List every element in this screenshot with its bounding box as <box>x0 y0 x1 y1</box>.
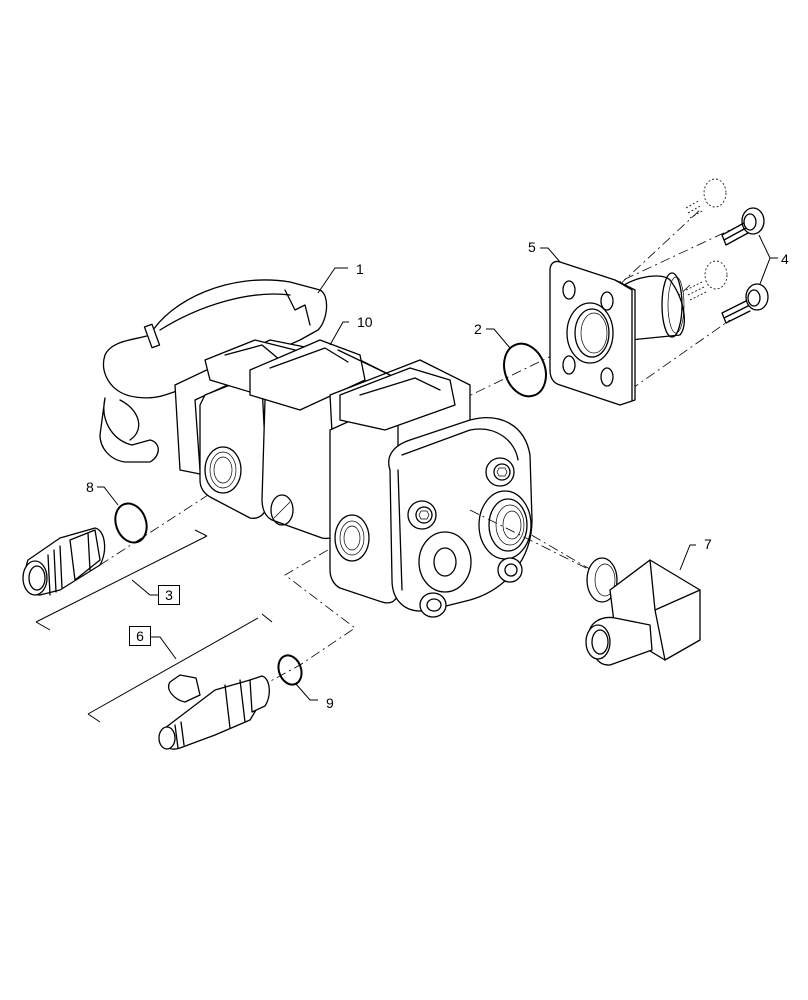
straight-fitting <box>22 527 106 596</box>
o-ring-9 <box>277 654 303 686</box>
callout-9[interactable]: 9 <box>326 695 334 711</box>
cover-bolt-left <box>407 500 437 530</box>
flange-adapter <box>549 260 685 406</box>
cover-bolt-top <box>485 457 515 487</box>
o-ring-8 <box>114 502 148 544</box>
callout-5[interactable]: 5 <box>528 239 536 255</box>
bracket-3 <box>35 535 208 623</box>
bracket-6 <box>87 617 259 715</box>
cover-bolt-bottom <box>419 592 447 618</box>
tee-fitting <box>158 674 270 750</box>
cap-screws <box>685 178 769 324</box>
cover-bolt-right <box>497 557 523 583</box>
pump-body <box>99 279 601 618</box>
callout-8[interactable]: 8 <box>86 479 94 495</box>
callout-7[interactable]: 7 <box>704 536 712 552</box>
callout-1[interactable]: 1 <box>356 261 364 277</box>
callout-6-boxed[interactable]: 6 <box>129 626 151 646</box>
elbow-fitting <box>585 557 701 666</box>
callout-3-boxed[interactable]: 3 <box>158 585 180 605</box>
callout-4[interactable]: 4 <box>781 251 789 267</box>
callout-10[interactable]: 10 <box>357 314 373 330</box>
o-ring-2 <box>503 342 547 398</box>
leader-lines <box>97 234 778 701</box>
callout-2[interactable]: 2 <box>474 321 482 337</box>
